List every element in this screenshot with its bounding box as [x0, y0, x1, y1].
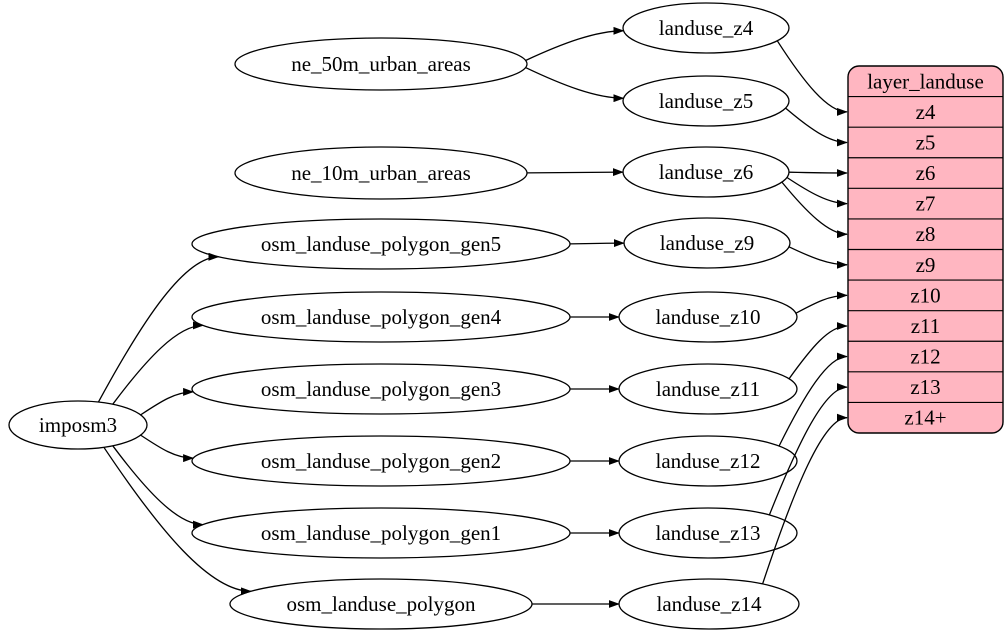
node-osm_landuse_polygon_gen5: osm_landuse_polygon_gen5 — [191, 218, 571, 270]
node-label: landuse_z11 — [656, 377, 760, 401]
node-ellipse — [234, 37, 528, 91]
edge-imposm3-to-osm_landuse_polygon_gen2 — [140, 434, 195, 463]
node-landuse_z14: landuse_z14 — [618, 578, 800, 630]
node-osm_landuse_polygon: osm_landuse_polygon — [229, 578, 533, 630]
node-label: imposm3 — [39, 413, 117, 437]
table-row-label-z11: z11 — [911, 314, 941, 338]
node-ne_10m_urban_areas: ne_10m_urban_areas — [234, 146, 528, 200]
node-ellipse — [191, 218, 571, 270]
edge-imposm3-to-osm_landuse_polygon_gen4 — [112, 321, 204, 405]
edge-landuse_z9-to-layer_landuse-row-z9 — [788, 246, 848, 269]
table-row-label-z4: z4 — [916, 100, 936, 124]
node-label: osm_landuse_polygon_gen3 — [261, 377, 501, 401]
node-osm_landuse_polygon_gen4: osm_landuse_polygon_gen4 — [191, 291, 571, 343]
table-row-label-z6: z6 — [916, 161, 936, 185]
node-label: landuse_z9 — [660, 231, 754, 255]
node-label: osm_landuse_polygon_gen1 — [261, 521, 501, 545]
table-row-label-z8: z8 — [916, 222, 936, 246]
node-label: landuse_z4 — [659, 16, 754, 40]
node-landuse_z11: landuse_z11 — [618, 363, 798, 415]
node-label: landuse_z5 — [659, 89, 753, 113]
table-row-label-z13: z13 — [910, 375, 940, 399]
node-ne_50m_urban_areas: ne_50m_urban_areas — [234, 37, 528, 91]
table-row-label-z7: z7 — [916, 192, 936, 216]
node-landuse_z5: landuse_z5 — [622, 75, 790, 127]
node-label: osm_landuse_polygon_gen5 — [261, 232, 501, 256]
edge-imposm3-to-osm_landuse_polygon_gen3 — [140, 387, 195, 416]
edge-landuse_z14-to-layer_landuse-row-z14+ — [761, 413, 848, 585]
edge-ne_50m_urban_areas-to-landuse_z4 — [525, 26, 625, 62]
table-row-label-z10: z10 — [910, 283, 940, 307]
node-landuse_z9: landuse_z9 — [623, 217, 791, 269]
edge-ne_50m_urban_areas-to-landuse_z5 — [525, 67, 625, 103]
node-landuse_z10: landuse_z10 — [618, 291, 798, 343]
node-label: landuse_z6 — [659, 160, 753, 184]
node-osm_landuse_polygon_gen3: osm_landuse_polygon_gen3 — [191, 363, 571, 415]
node-landuse_z4: landuse_z4 — [622, 2, 790, 54]
edge-landuse_z6-to-layer_landuse-row-z6 — [788, 168, 848, 177]
edge-landuse_z5-to-layer_landuse-row-z5 — [785, 107, 848, 147]
edge-landuse_z10-to-layer_landuse-row-z10 — [795, 291, 848, 314]
node-landuse_z12: landuse_z12 — [618, 435, 798, 487]
node-landuse_z13: landuse_z13 — [618, 507, 798, 559]
node-landuse_z6: landuse_z6 — [622, 146, 790, 198]
edge-imposm3-to-osm_landuse_polygon — [103, 446, 252, 596]
edge-landuse_z12-to-layer_landuse-row-z12 — [778, 352, 848, 447]
table-row-label-z5: z5 — [916, 130, 936, 154]
edge-landuse_z6-to-layer_landuse-row-z7 — [786, 176, 848, 208]
node-label: ne_10m_urban_areas — [291, 161, 471, 185]
edge-landuse_z13-to-layer_landuse-row-z13 — [768, 383, 848, 516]
edge-osm_landuse_polygon_gen5-to-landuse_z9 — [569, 239, 625, 248]
node-label: osm_landuse_polygon — [287, 592, 476, 616]
edge-landuse_z6-to-layer_landuse-row-z8 — [781, 181, 848, 239]
table-row-label-z12: z12 — [910, 345, 940, 369]
table-row-label-z9: z9 — [916, 253, 936, 277]
edge-landuse_z4-to-layer_landuse-row-z4 — [776, 40, 848, 116]
node-osm_landuse_polygon_gen1: osm_landuse_polygon_gen1 — [191, 507, 571, 559]
node-label: osm_landuse_polygon_gen4 — [261, 305, 502, 329]
node-label: osm_landuse_polygon_gen2 — [261, 449, 501, 473]
node-label: landuse_z12 — [656, 449, 761, 473]
node-label: landuse_z10 — [656, 305, 761, 329]
node-ellipse — [8, 400, 148, 450]
table-node-layer_landuse: layer_landuse z4 z5 z6 z7 z8 z9 z10 z11 z12 z13 z14… — [847, 65, 1004, 434]
edge-ne_10m_urban_areas-to-landuse_z6 — [526, 168, 624, 177]
edge-imposm3-to-osm_landuse_polygon_gen5 — [97, 252, 220, 403]
node-osm_landuse_polygon_gen2: osm_landuse_polygon_gen2 — [191, 435, 571, 487]
table-title: layer_landuse — [867, 69, 984, 93]
node-ellipse — [234, 146, 528, 200]
node-label: landuse_z14 — [657, 592, 762, 616]
edge-landuse_z11-to-layer_landuse-row-z11 — [788, 322, 848, 380]
node-label: ne_50m_urban_areas — [291, 52, 471, 76]
table-row-label-z14+: z14+ — [904, 406, 946, 430]
node-label: landuse_z13 — [656, 521, 761, 545]
node-imposm3: imposm3 — [8, 400, 148, 450]
edge-imposm3-to-osm_landuse_polygon_gen1 — [112, 445, 204, 529]
